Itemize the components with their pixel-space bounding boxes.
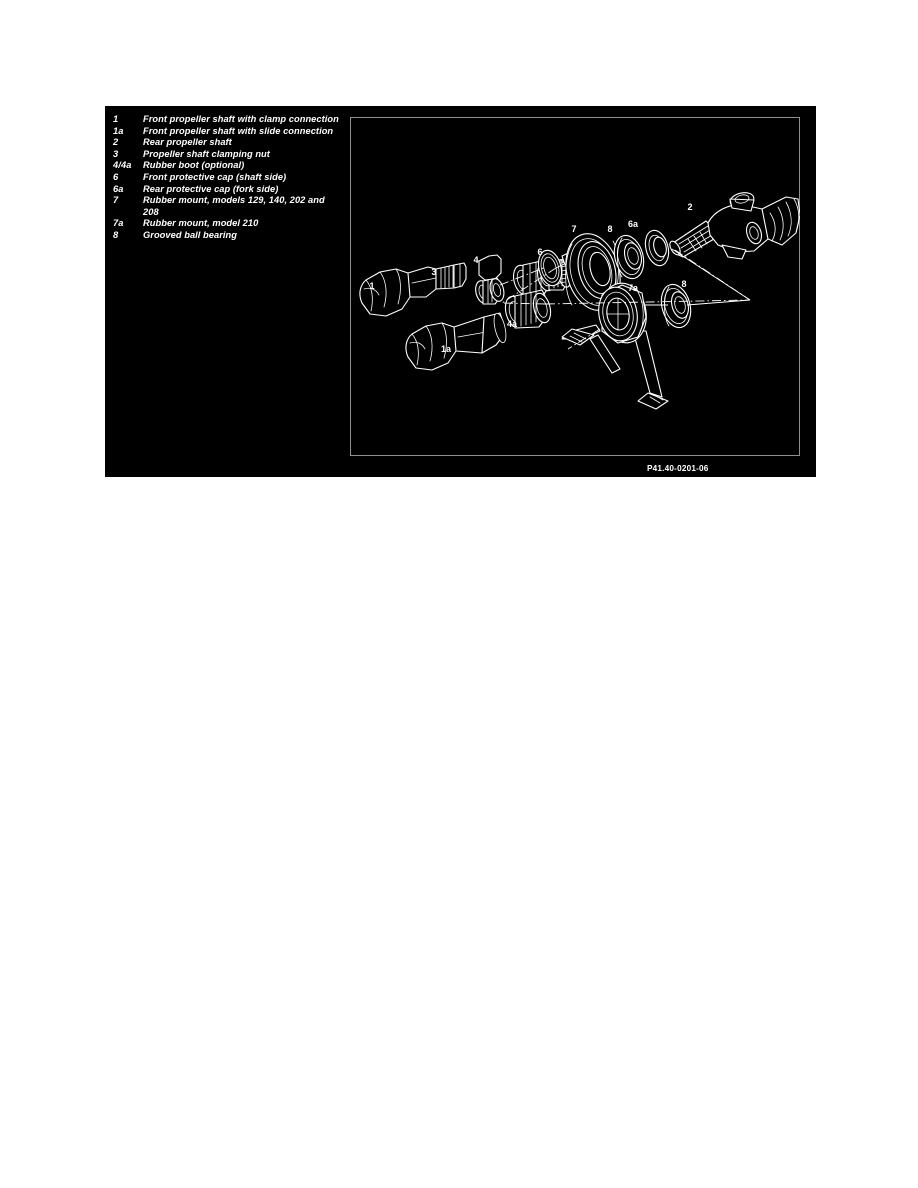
legend-item-6: 6 Front protective cap (shaft side) — [113, 172, 341, 184]
legend-description: Rubber mount, models 129, 140, 202 and 2… — [143, 195, 325, 217]
legend-item-1: 1 Front propeller shaft with clamp conne… — [113, 114, 341, 126]
legend-key: 1a — [113, 125, 124, 136]
legend-item-7a: 7a Rubber mount, model 210 — [113, 218, 341, 230]
legend-key: 7a — [113, 218, 124, 229]
legend-key: 2 — [113, 137, 119, 148]
callout-8-lower: 8 — [681, 279, 686, 289]
part-8-grooved-ball-bearing-upper — [613, 234, 645, 280]
callout-1a: 1a — [441, 344, 452, 354]
legend-key: 6 — [113, 171, 119, 182]
legend-key: 4/4a — [113, 160, 132, 171]
callout-7: 7 — [571, 224, 576, 234]
exploded-view-figure: .ln { fill:none; stroke:#ffffff; stroke-… — [350, 117, 810, 473]
part-1-front-propeller-shaft-clamp — [359, 262, 467, 317]
callout-3: 3 — [431, 267, 436, 277]
callout-4a: 4a — [507, 319, 518, 329]
legend-description: Rear propeller shaft — [143, 137, 232, 148]
part-3-propeller-shaft-clamping-nut — [475, 254, 505, 305]
legend-item-3: 3 Propeller shaft clamping nut — [113, 149, 341, 161]
legend-description: Grooved ball bearing — [143, 229, 237, 240]
legend-description: Front protective cap (shaft side) — [143, 171, 287, 182]
callout-7a: 7a — [628, 283, 639, 293]
legend-key: 1 — [113, 114, 119, 124]
part-4a-rubber-boot — [504, 289, 552, 329]
part-1a-front-propeller-shaft-slide — [405, 312, 507, 371]
legend-description: Rubber mount, model 210 — [143, 218, 259, 229]
legend-key: 8 — [113, 229, 119, 240]
part-6-front-protective-cap — [537, 249, 563, 287]
callout-4: 4 — [473, 255, 478, 265]
legend-description: Rear protective cap (fork side) — [143, 183, 279, 194]
legend-item-8: 8 Grooved ball bearing — [113, 230, 341, 242]
legend-description: Front propeller shaft with slide connect… — [143, 125, 334, 136]
legend-item-2: 2 Rear propeller shaft — [113, 137, 341, 149]
legend-description: Front propeller shaft with clamp connect… — [143, 114, 339, 124]
part-2-rear-propeller-shaft — [669, 192, 800, 260]
callout-8: 8 — [607, 224, 612, 234]
legend-description: Propeller shaft clamping nut — [143, 148, 270, 159]
leader-lines — [644, 248, 751, 306]
callout-6a: 6a — [628, 219, 639, 229]
callout-labels: 1 3 4 6 7 8 6a 2 1a 4a 7a 8 — [369, 202, 692, 354]
callout-2: 2 — [687, 202, 692, 212]
legend-description: Rubber boot (optional) — [143, 160, 245, 171]
legend-item-4: 4/4a Rubber boot (optional) — [113, 160, 341, 172]
legend-item-7: 7 Rubber mount, models 129, 140, 202 and… — [113, 195, 341, 218]
part-6a-rear-protective-cap — [644, 229, 670, 267]
legend-key: 7 — [113, 195, 119, 206]
callout-1: 1 — [369, 281, 374, 291]
legend-item-1a: 1a Front propeller shaft with slide conn… — [113, 126, 341, 138]
part-8-grooved-ball-bearing-lower — [660, 283, 692, 329]
legend-item-6a: 6a Rear protective cap (fork side) — [113, 184, 341, 196]
legend-key: 6a — [113, 183, 124, 194]
parts-legend: 1 Front propeller shaft with clamp conne… — [113, 114, 341, 242]
callout-6: 6 — [537, 247, 542, 257]
figure-black-panel: 1 Front propeller shaft with clamp conne… — [105, 106, 816, 477]
figure-reference-number: P41.40-0201-06 — [647, 464, 709, 473]
propeller-shaft-exploded-drawing: .ln { fill:none; stroke:#ffffff; stroke-… — [359, 192, 800, 410]
legend-key: 3 — [113, 148, 119, 159]
figure-border — [350, 117, 800, 456]
part-7a-rubber-mount-bracket — [561, 282, 669, 410]
